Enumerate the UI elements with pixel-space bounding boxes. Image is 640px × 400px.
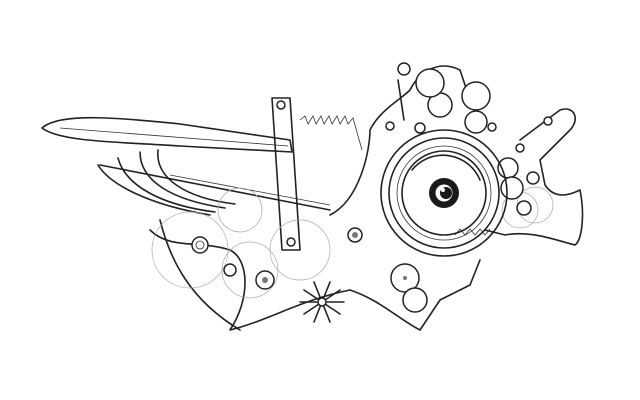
gears bbox=[191, 62, 540, 313]
body-outline bbox=[149, 65, 481, 331]
rib-cage bbox=[97, 149, 331, 216]
eye-icon bbox=[380, 129, 508, 257]
wing-blade bbox=[41, 116, 293, 153]
tail bbox=[454, 108, 584, 246]
spoked-wheel bbox=[299, 281, 345, 323]
strut bbox=[271, 97, 363, 251]
construction-circles bbox=[151, 186, 554, 299]
